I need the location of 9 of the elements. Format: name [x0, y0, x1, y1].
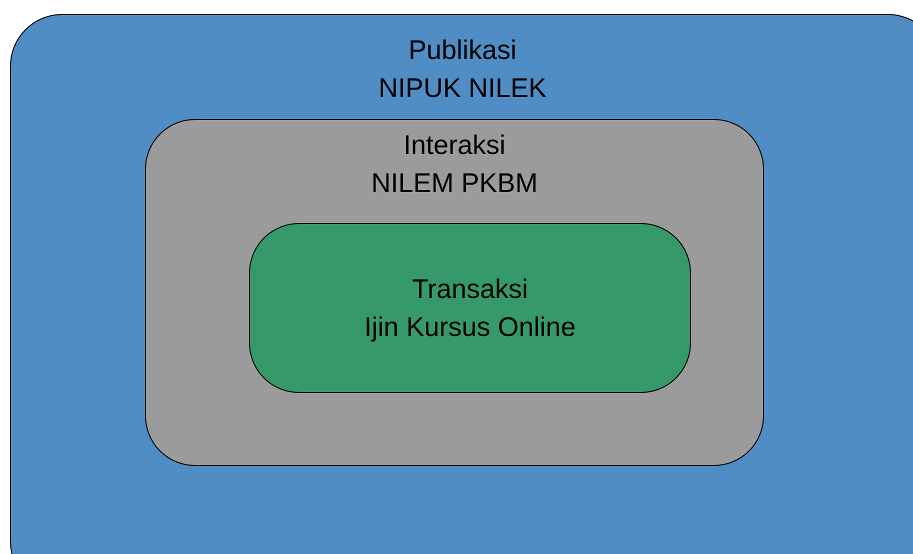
rounded-box [249, 223, 691, 393]
rounded-box [145, 119, 764, 466]
system-label: NILEM PKBM [371, 167, 538, 200]
heading-text: Transaksi [412, 273, 528, 306]
system-label: Ijin Kursus Online [364, 311, 576, 344]
system-label: NIPUK NILEK [378, 72, 547, 105]
rounded-box [10, 14, 913, 554]
heading-text: Interaksi [403, 129, 506, 162]
heading-text: Publikasi [408, 34, 517, 67]
